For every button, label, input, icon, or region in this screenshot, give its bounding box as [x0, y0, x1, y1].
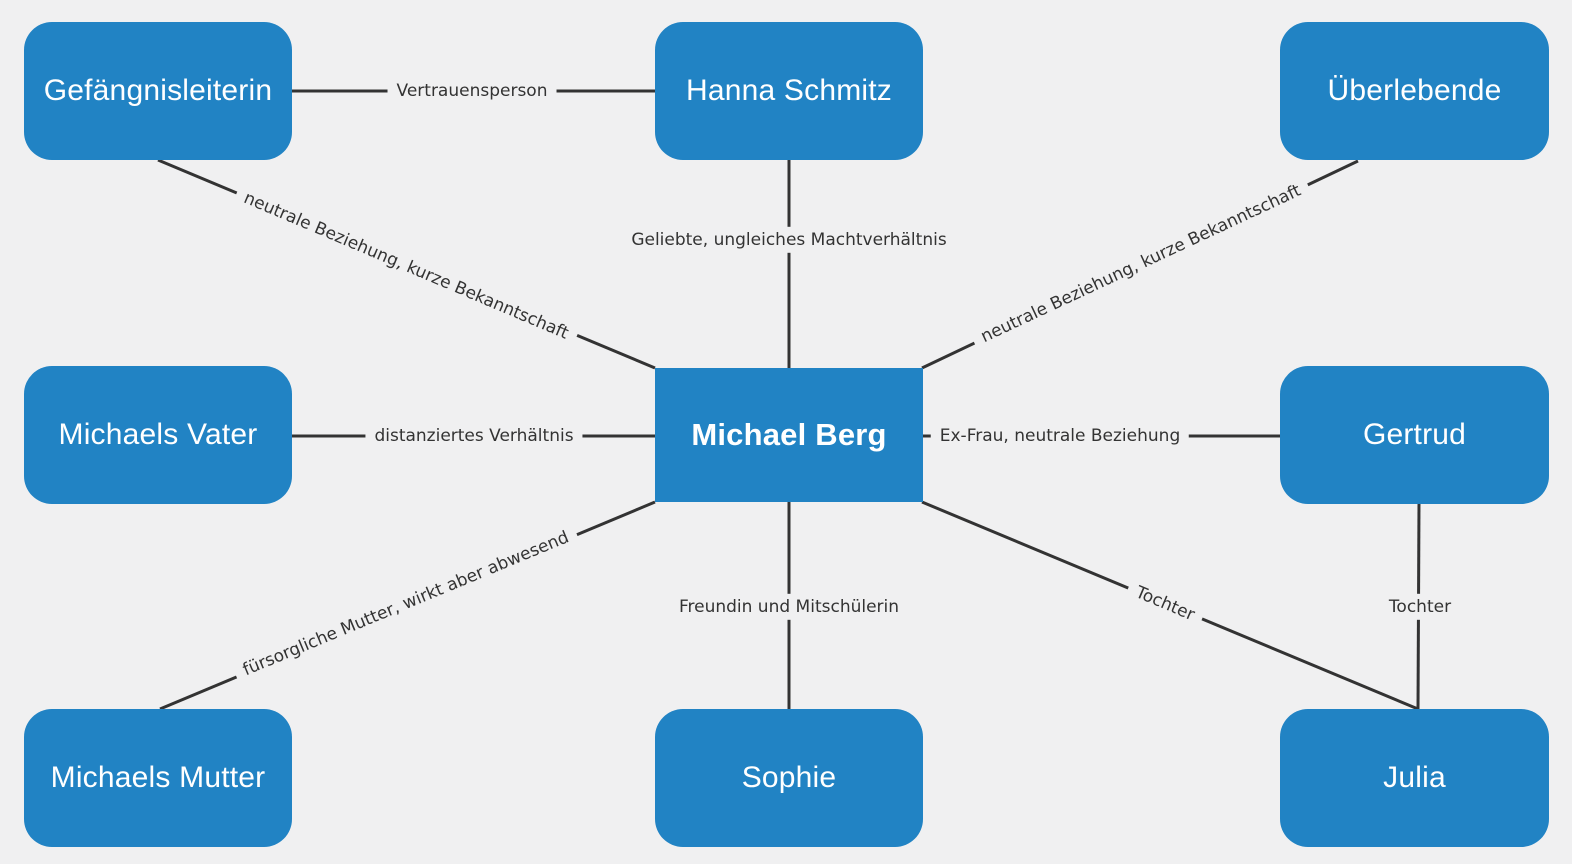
node-label: Michaels Mutter: [50, 761, 266, 794]
node-label: Michaels Vater: [58, 418, 258, 451]
edge-label-freundin: Freundin und Mitschülerin: [669, 593, 909, 621]
node-label: Sophie: [741, 761, 837, 794]
node-gertrud[interactable]: Gertrud: [1280, 366, 1549, 504]
edge-label-geliebte: Geliebte, ungleiches Machtverhältnis: [622, 226, 956, 254]
edge-label-vertrauensperson: Vertrauensperson: [387, 77, 557, 105]
node-hanna-schmitz[interactable]: Hanna Schmitz: [655, 22, 923, 160]
node-julia[interactable]: Julia: [1280, 709, 1549, 847]
node-gefaengnisleiterin[interactable]: Gefängnisleiterin: [24, 22, 292, 160]
node-label: Gefängnisleiterin: [43, 74, 273, 107]
edge-label-ex-frau: Ex-Frau, neutrale Beziehung: [930, 422, 1190, 450]
node-label: Hanna Schmitz: [685, 74, 893, 107]
node-label: Michael Berg: [691, 417, 887, 452]
node-michaels-mutter[interactable]: Michaels Mutter: [24, 709, 292, 847]
node-label: Gertrud: [1362, 418, 1467, 451]
node-label: Julia: [1383, 761, 1446, 794]
node-sophie[interactable]: Sophie: [655, 709, 923, 847]
node-michael-berg[interactable]: Michael Berg: [655, 368, 923, 502]
edge-label-distanziertes-verhaeltnis: distanziertes Verhältnis: [365, 422, 583, 450]
node-michaels-vater[interactable]: Michaels Vater: [24, 366, 292, 504]
node-ueberlebende[interactable]: Überlebende: [1280, 22, 1549, 160]
edge-label-tochter-vertikal: Tochter: [1379, 593, 1461, 621]
node-label: Überlebende: [1327, 74, 1502, 107]
